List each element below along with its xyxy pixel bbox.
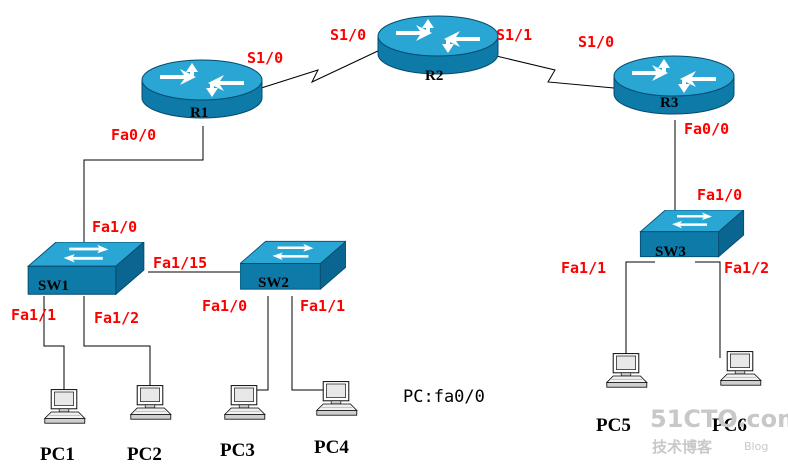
switch-sw1: SW1 bbox=[27, 242, 145, 295]
link-r1-sw1 bbox=[83, 126, 204, 245]
router-r3-label: R3 bbox=[660, 95, 678, 111]
watermark-blog: Blog bbox=[744, 440, 768, 453]
link-sw2-pc4 bbox=[291, 296, 330, 391]
switch-sw3-label: SW3 bbox=[655, 244, 686, 260]
pc-pc1: PC1 bbox=[40, 389, 86, 465]
serial-link-r2-r3 bbox=[491, 54, 615, 89]
router-icon bbox=[377, 15, 499, 75]
watermark-sub: 技术博客 bbox=[652, 438, 713, 456]
switch-sw1-label: SW1 bbox=[38, 278, 69, 294]
pc-pc1-label: PC1 bbox=[40, 444, 75, 465]
router-r3: R3 bbox=[613, 55, 735, 115]
pc-icon bbox=[224, 385, 266, 420]
if-sw1-fa10: Fa1/0 bbox=[92, 218, 137, 236]
if-r1-s10: S1/0 bbox=[247, 49, 283, 67]
if-r2-s10: S1/0 bbox=[330, 26, 366, 44]
if-sw3-fa12: Fa1/2 bbox=[724, 259, 769, 277]
pc-icon bbox=[130, 385, 172, 420]
watermark: 51CTO.com 技术博客 Blog bbox=[650, 405, 788, 456]
if-sw3-fa11: Fa1/1 bbox=[561, 259, 606, 277]
if-sw3-fa10: Fa1/0 bbox=[697, 186, 742, 204]
pc-pc4-label: PC4 bbox=[314, 437, 349, 458]
link-sw3-pc5 bbox=[625, 261, 655, 358]
switch-sw2: SW2 bbox=[240, 240, 346, 291]
pc-pc3: PC3 bbox=[220, 385, 266, 461]
if-r1-fa00: Fa0/0 bbox=[111, 126, 156, 144]
if-r2-s11: S1/1 bbox=[496, 26, 532, 44]
router-r2-label: R2 bbox=[425, 68, 443, 84]
switch-sw3: SW3 bbox=[639, 210, 745, 260]
router-r1: R1 bbox=[141, 59, 263, 121]
switch-sw2-label: SW2 bbox=[258, 275, 289, 291]
router-r2: R2 bbox=[377, 15, 499, 84]
serial-link-r1-r2 bbox=[254, 49, 381, 91]
pc-pc5: PC5 bbox=[596, 353, 648, 436]
pc-pc6: PC6 bbox=[712, 351, 762, 436]
link-sw3-pc6 bbox=[695, 261, 721, 358]
pc-pc3-label: PC3 bbox=[220, 440, 255, 461]
pc-icon bbox=[720, 351, 762, 386]
pc-pc4: PC4 bbox=[314, 381, 358, 458]
pc-icon bbox=[44, 389, 86, 424]
if-sw1-fa12: Fa1/2 bbox=[94, 309, 139, 327]
interface-labels: S1/0 S1/0 S1/1 S1/0 Fa0/0 Fa0/0 Fa1/0 Fa… bbox=[11, 26, 769, 327]
pc-pc5-label: PC5 bbox=[596, 415, 631, 436]
pc-pc6-label: PC6 bbox=[712, 415, 747, 436]
if-r3-fa00: Fa0/0 bbox=[684, 120, 729, 138]
link-sw1-pc2 bbox=[83, 296, 151, 390]
pc-pc2: PC2 bbox=[127, 385, 172, 465]
if-sw2-fa10: Fa1/0 bbox=[202, 297, 247, 315]
if-sw2-fa11: Fa1/1 bbox=[300, 297, 345, 315]
pc-interface-note: PC:fa0/0 bbox=[403, 387, 485, 407]
links bbox=[43, 49, 721, 391]
if-sw1-fa11: Fa1/1 bbox=[11, 306, 56, 324]
if-r3-s10: S1/0 bbox=[578, 33, 614, 51]
watermark-main: 51CTO.com bbox=[650, 405, 788, 433]
pc-icon bbox=[606, 353, 648, 388]
router-r1-label: R1 bbox=[190, 105, 208, 121]
switch-icon bbox=[240, 240, 346, 290]
pc-pc2-label: PC2 bbox=[127, 444, 162, 465]
if-sw1-fa115: Fa1/15 bbox=[153, 254, 207, 272]
link-sw2-pc3 bbox=[245, 296, 269, 391]
link-sw1-pc1 bbox=[43, 296, 65, 390]
pc-icon bbox=[316, 381, 358, 416]
